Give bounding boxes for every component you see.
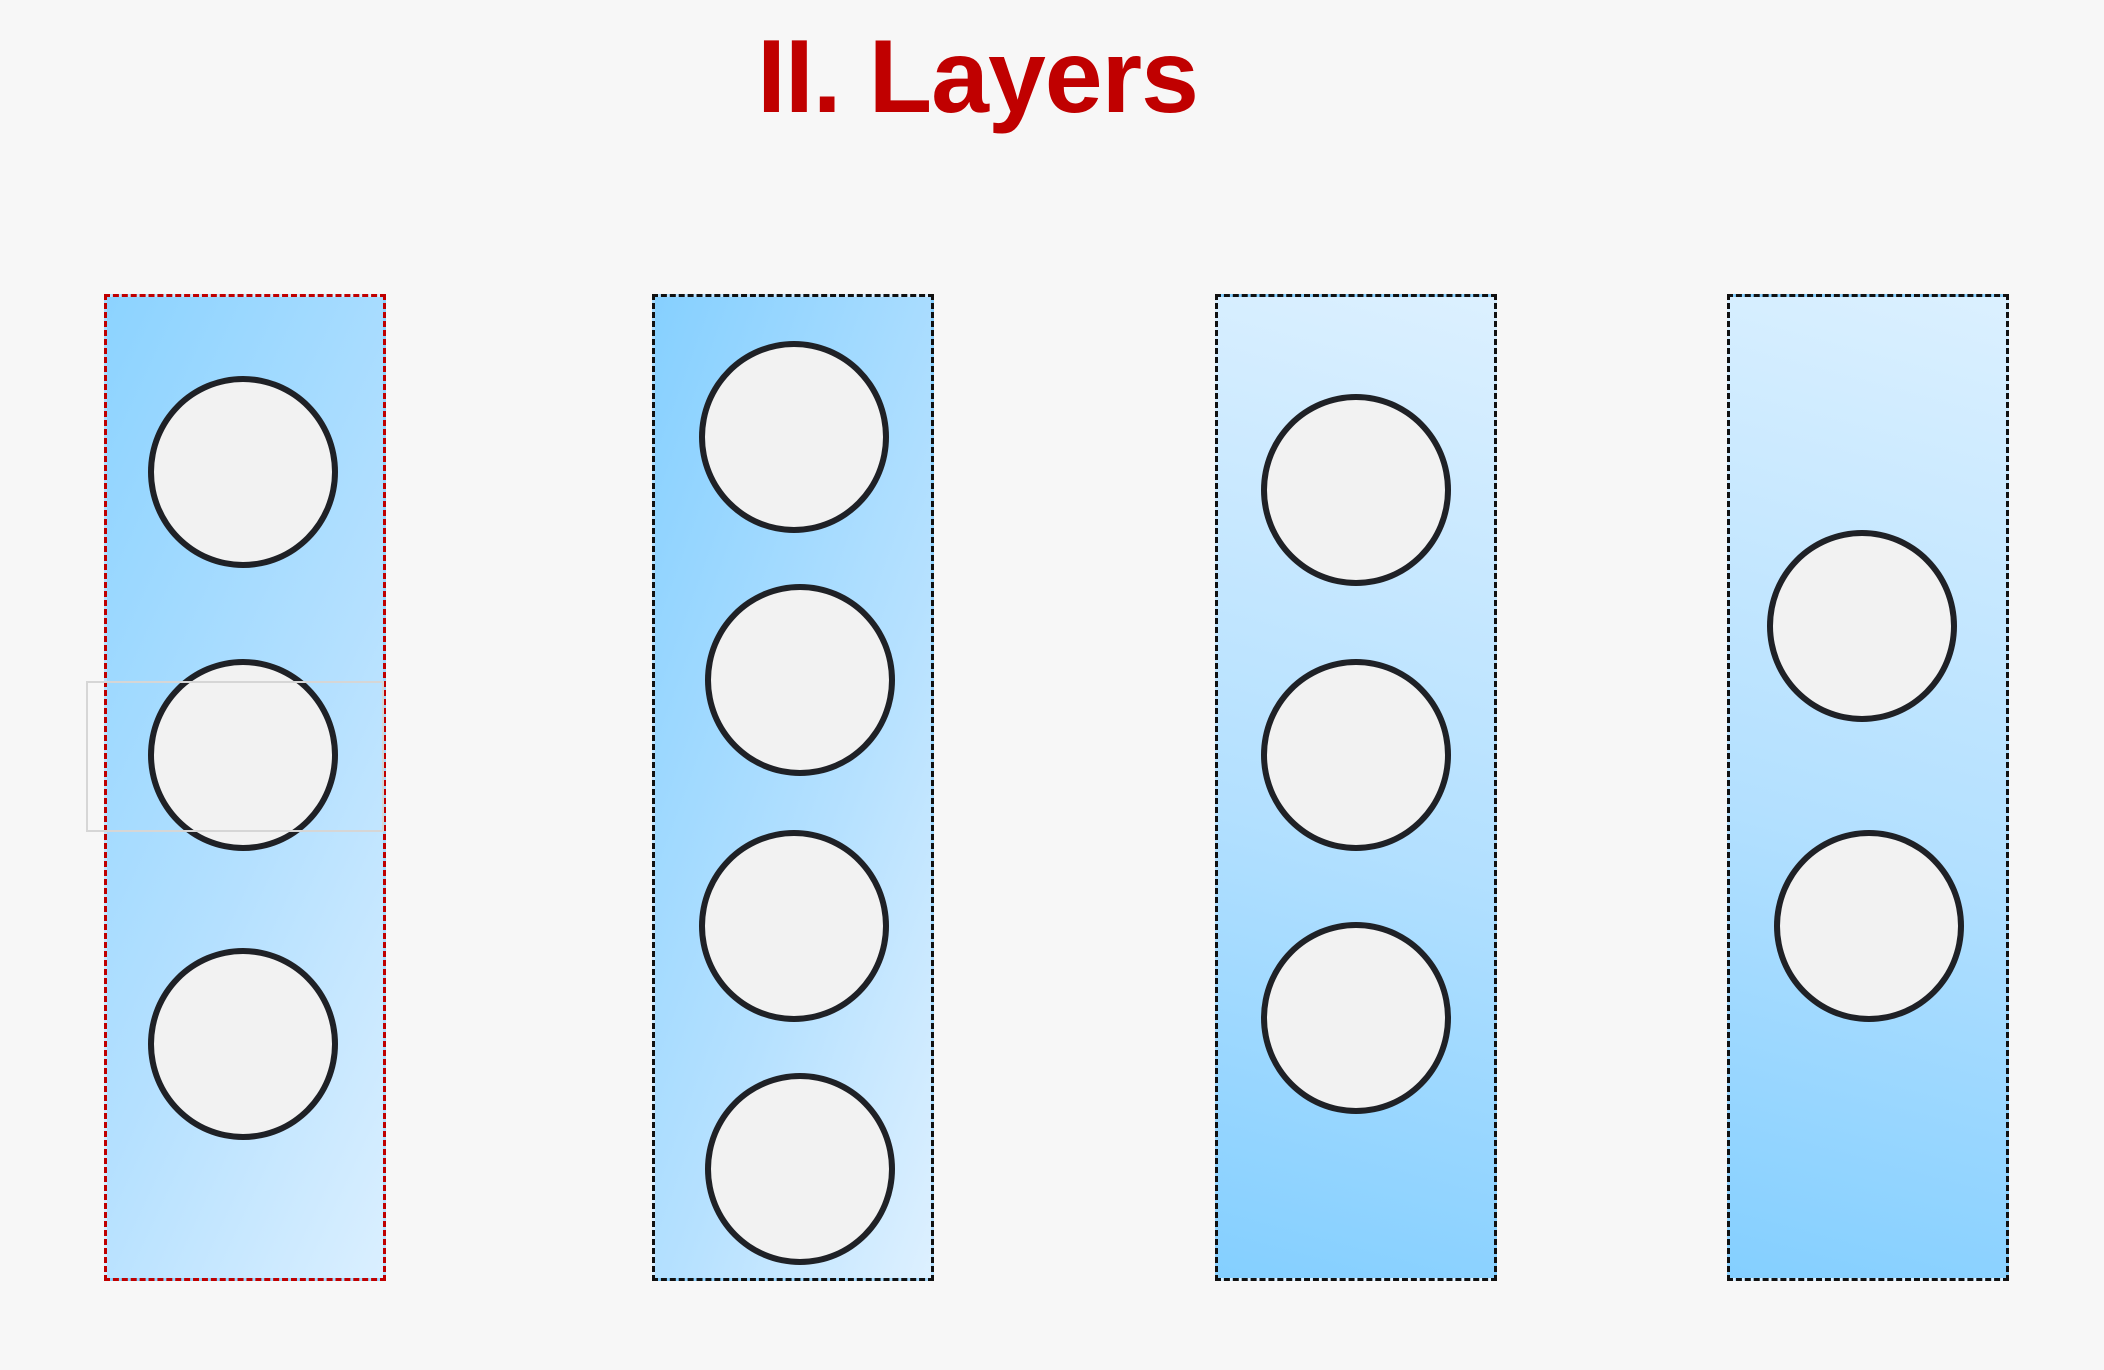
layer-1-node-1[interactable] <box>148 376 338 568</box>
layer-1-node-3[interactable] <box>148 948 338 1140</box>
layer-2-node-4[interactable] <box>705 1073 895 1265</box>
layer-3-node-2[interactable] <box>1261 659 1451 851</box>
layer-2-node-1[interactable] <box>699 341 889 533</box>
layer-4[interactable] <box>1727 294 2009 1281</box>
layer-3-node-1[interactable] <box>1261 394 1451 586</box>
layer-4-node-2[interactable] <box>1774 830 1964 1022</box>
layer-2-node-3[interactable] <box>699 830 889 1022</box>
page-title: II. Layers <box>757 19 1199 135</box>
selection-highlight-box <box>86 681 384 832</box>
layer-4-node-1[interactable] <box>1767 530 1957 722</box>
layer-2-node-2[interactable] <box>705 584 895 776</box>
layer-3-node-3[interactable] <box>1261 922 1451 1114</box>
layer-1-node-2[interactable] <box>148 659 338 851</box>
